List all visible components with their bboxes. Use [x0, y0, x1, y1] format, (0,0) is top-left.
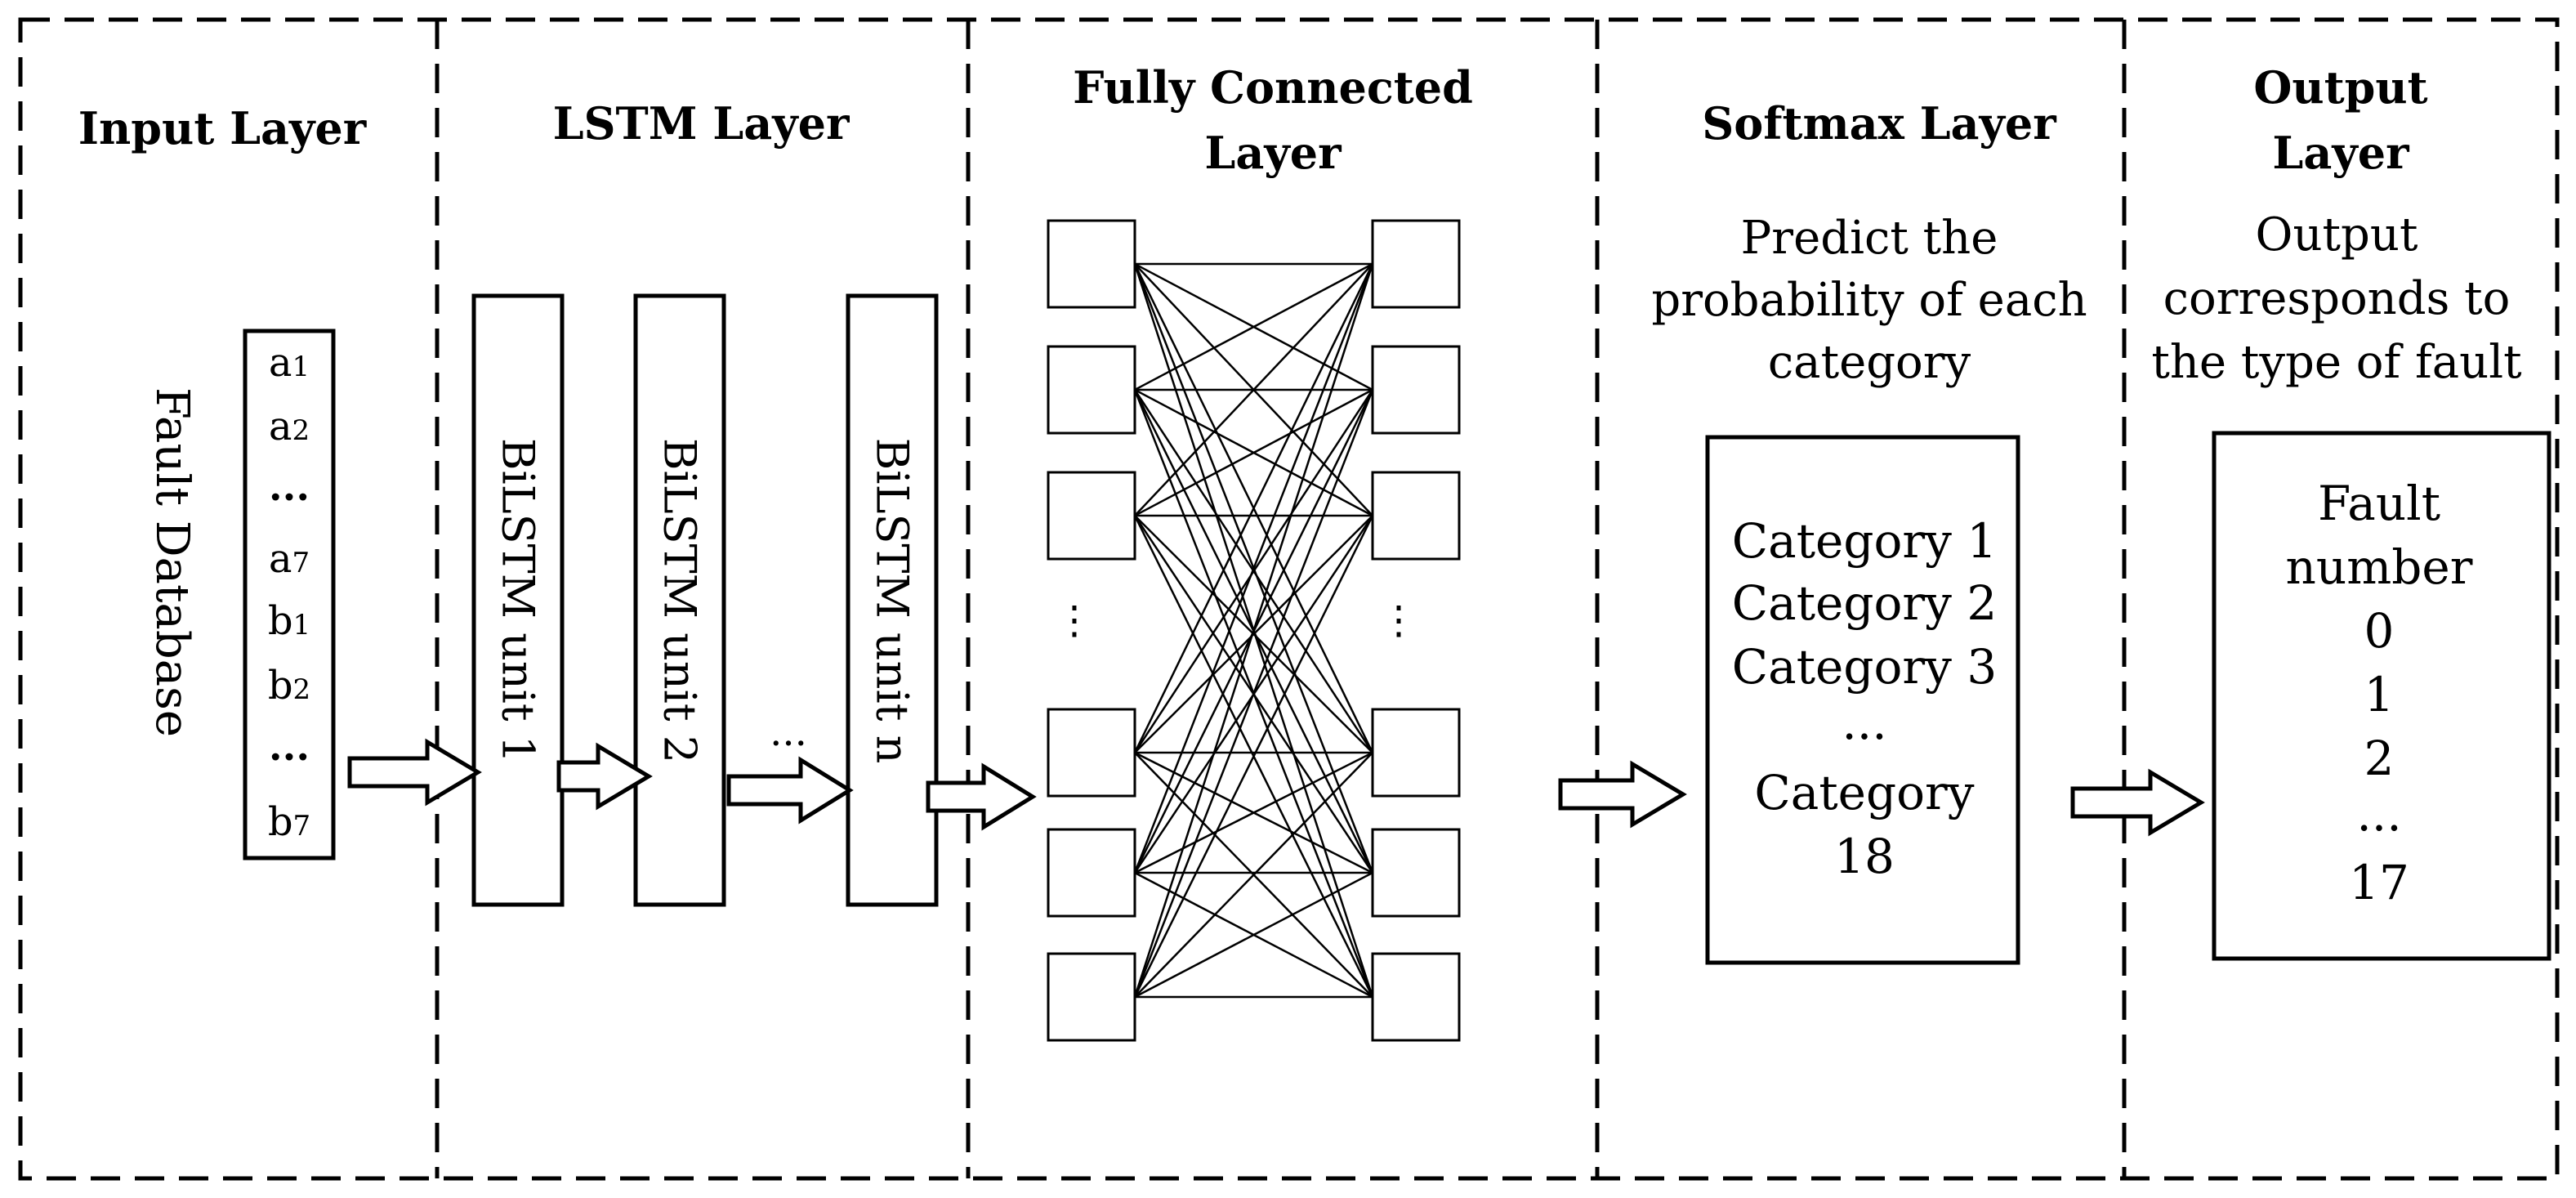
softmax-category-box	[1705, 435, 2020, 965]
arrow-unit2-to-unitn	[726, 756, 854, 825]
arrow-unit1-to-unit2	[556, 742, 653, 811]
arrow-lstm-to-fc	[926, 762, 1037, 831]
fc-connection	[1134, 515, 1373, 753]
fc-connection	[1133, 263, 1374, 753]
output-fault-box	[2212, 431, 2551, 961]
outer-frame	[18, 17, 2560, 1181]
flow-arrows	[347, 738, 2205, 837]
output-fault-line: 17	[2349, 855, 2409, 910]
bilstm-unit-2-label: BiLSTM unit 2	[654, 438, 706, 763]
input-sequence-box	[243, 329, 336, 861]
output-layer-panel: Output Layer Output corresponds to the t…	[2151, 61, 2551, 961]
sequence-item: b7	[268, 799, 310, 845]
sequence-item: ...	[269, 464, 310, 510]
output-title-line-2: Layer	[2272, 127, 2409, 179]
fc-connection	[1133, 515, 1374, 998]
fc-connection	[1134, 263, 1373, 516]
fc-connection	[1134, 262, 1373, 391]
sequence-item: a2	[269, 404, 310, 449]
output-title-line-1: Output	[2253, 61, 2427, 114]
softmax-desc-line-2: probability of each	[1651, 274, 2087, 327]
fc-input-node	[1047, 828, 1136, 918]
softmax-layer-title: Softmax Layer	[1702, 97, 2056, 150]
input-layer-title: Input Layer	[78, 102, 367, 154]
fc-output-node	[1371, 219, 1461, 309]
input-layer-panel: Input Layer Fault Database a1 a2... a7 b1 b2…	[78, 102, 367, 861]
fc-left-ellipsis: ⋮	[1055, 597, 1094, 643]
fc-connection	[1133, 389, 1374, 753]
softmax-category-list: Category 1 Category 2 Category 3... Categor…	[1732, 513, 1997, 884]
arrow-fc-to-softmax	[1558, 760, 1687, 829]
fc-title-line-2: Layer	[1204, 127, 1342, 179]
fc-output-node	[1371, 345, 1461, 435]
bilstm-unit-2-box	[633, 293, 726, 907]
softmax-category-line: 18	[1834, 829, 1895, 884]
fc-connection	[1133, 263, 1374, 874]
bilstm-unit-n-box	[846, 293, 939, 907]
fc-connection	[1133, 263, 1374, 998]
output-fault-line: 1	[2364, 667, 2395, 722]
bilstm-unit-n-label: BiLSTM unit n	[867, 438, 918, 764]
fc-connection	[1133, 389, 1374, 998]
fc-input-node	[1047, 952, 1136, 1042]
fc-connection	[1134, 751, 1373, 874]
sequence-item: b2	[268, 663, 310, 709]
softmax-desc-line-3: category	[1768, 336, 1971, 389]
lstm-ellipsis: ...	[770, 709, 807, 755]
fc-input-node	[1047, 219, 1136, 309]
lstm-layer-panel: LSTM Layer BiLSTM unit 1 BiLSTM unit 2 B…	[471, 97, 939, 907]
fc-input-node	[1047, 345, 1136, 435]
arrow-input-to-lstm	[347, 738, 482, 807]
fc-input-node	[1047, 708, 1136, 798]
output-fault-line: 0	[2364, 603, 2395, 659]
sequence-item: ...	[269, 724, 310, 770]
bilstm-unit-1-label: BiLSTM unit 1	[493, 438, 544, 763]
output-fault-line: number	[2286, 539, 2473, 595]
arrow-softmax-to-output	[2070, 768, 2205, 837]
lstm-layer-title: LSTM Layer	[553, 97, 850, 150]
fc-connection	[1134, 752, 1373, 998]
output-desc-line-1: Output	[2256, 208, 2418, 262]
softmax-layer-panel: Softmax Layer Predict the probability of…	[1651, 97, 2087, 965]
softmax-category-line: ...	[1842, 695, 1886, 750]
fc-output-node	[1371, 828, 1461, 918]
sequence-item: b1	[268, 598, 310, 644]
sequence-item: a7	[269, 536, 310, 582]
softmax-category-line: Category 2	[1732, 575, 1997, 631]
softmax-desc-line-1: Predict the	[1741, 212, 1998, 265]
softmax-category-line: Category 1	[1732, 513, 1997, 569]
fc-input-node	[1047, 471, 1136, 561]
fc-nodes	[1047, 219, 1461, 1042]
fc-output-node	[1371, 471, 1461, 561]
sequence-item: a1	[269, 340, 310, 386]
fc-connections	[1133, 262, 1374, 999]
output-desc-line-3: the type of fault	[2151, 336, 2522, 389]
panel-frame	[18, 17, 2560, 1181]
fc-connection	[1134, 388, 1373, 517]
softmax-category-line: Category 3	[1732, 639, 1997, 695]
fc-connection	[1134, 871, 1373, 999]
fault-database-label: Fault Database	[145, 387, 199, 737]
fc-output-node	[1371, 952, 1461, 1042]
output-fault-list: Fault number 0 1 2... 17	[2286, 476, 2473, 910]
softmax-category-line: Category	[1754, 765, 1974, 820]
output-fault-line: Fault	[2318, 476, 2440, 531]
input-sequence: a1 a2... a7 b1 b2... b7	[268, 340, 310, 845]
output-fault-line: ...	[2356, 786, 2401, 842]
fc-output-node	[1371, 708, 1461, 798]
output-desc-line-2: corresponds to	[2163, 272, 2511, 325]
bilstm-unit-1-box	[471, 293, 565, 907]
fc-title-line-1: Fully Connected	[1073, 61, 1473, 114]
output-fault-line: 2	[2364, 731, 2395, 786]
fully-connected-panel: Fully Connected Layer ⋮ ⋮	[1047, 61, 1473, 1042]
fc-right-ellipsis: ⋮	[1379, 597, 1418, 643]
